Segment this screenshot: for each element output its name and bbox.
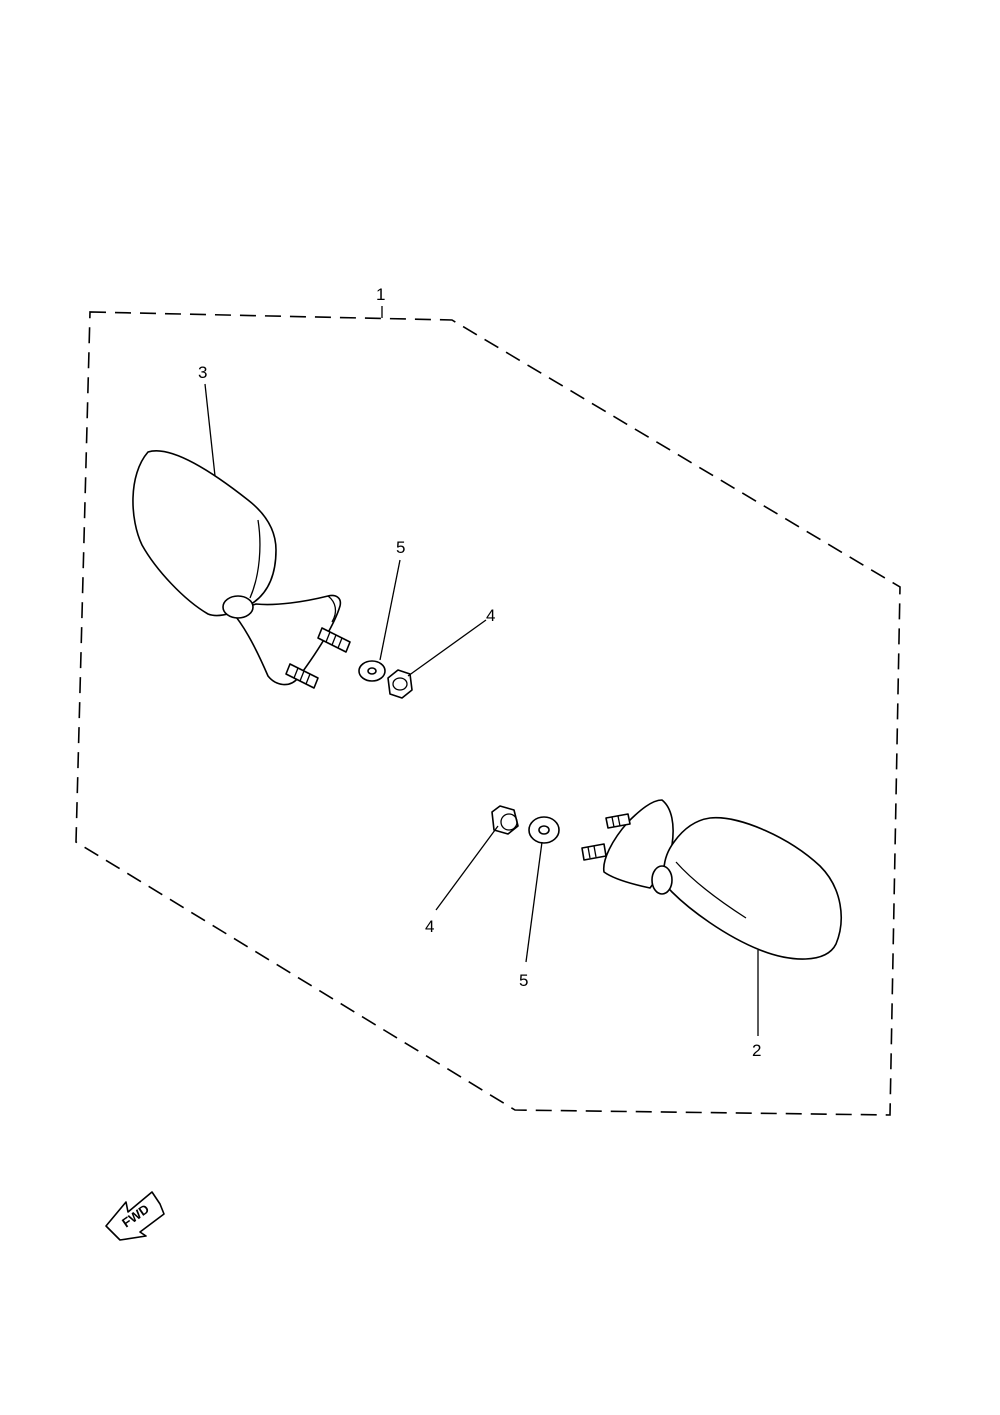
leader-line-3: [204, 383, 216, 477]
fwd-arrow: FWD: [105, 1191, 165, 1241]
callout-4-right: 4: [425, 917, 434, 936]
left-mirror-joint: [222, 595, 254, 619]
leader-line-5-left: [379, 559, 401, 661]
right-mirror: [581, 799, 842, 960]
assembly-boundary: [75, 311, 901, 1116]
left-mirror-stud-lower: [285, 663, 319, 689]
leader-line-4-right: [435, 825, 499, 911]
left-washer: [358, 660, 386, 682]
callout-2: 2: [752, 1041, 761, 1060]
leader-line-5-right: [525, 841, 543, 963]
right-nut: [491, 805, 519, 835]
callout-5-right: 5: [519, 971, 528, 990]
left-mirror-flange: [327, 595, 337, 623]
right-washer: [528, 816, 560, 844]
left-mirror-stud-upper: [317, 627, 351, 653]
callout-3: 3: [198, 363, 207, 382]
left-mirror-edge: [249, 519, 261, 599]
callout-1: 1: [376, 285, 385, 304]
left-mirror-housing: [132, 450, 277, 617]
right-mirror-housing: [663, 816, 842, 960]
left-mirror: [132, 450, 351, 689]
callout-5-left: 5: [396, 538, 405, 557]
right-mirror-stud-lower: [581, 843, 607, 861]
left-nut: [387, 669, 413, 699]
right-mirror-stem: [603, 799, 674, 889]
right-mirror-joint: [651, 865, 673, 895]
right-mirror-stud-upper: [605, 813, 631, 829]
right-mirror-edge: [675, 861, 747, 919]
callout-4-left: 4: [486, 606, 495, 625]
leader-line-4-left: [407, 619, 487, 677]
